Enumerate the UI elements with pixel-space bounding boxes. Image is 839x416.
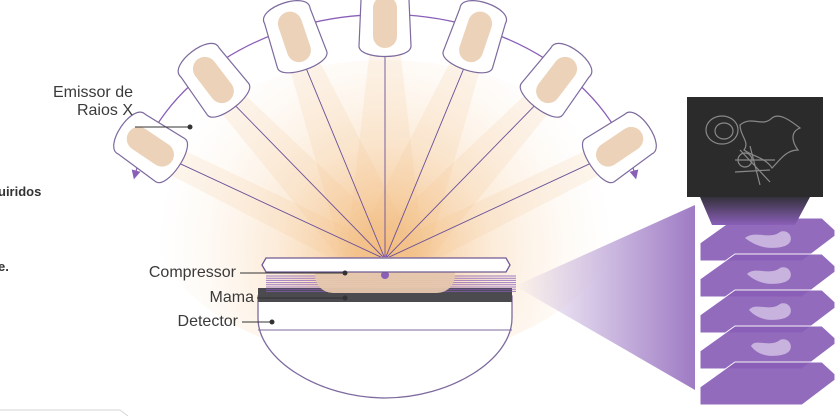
- focus-point: [381, 271, 389, 279]
- cut-text-line1: uiridos: [0, 184, 42, 199]
- compressor-paddle: [261, 257, 511, 273]
- leader-compressor-dot: [342, 270, 348, 276]
- x-ray-emitter: [519, 42, 593, 118]
- label-emitter-line1: Emissor de: [52, 84, 133, 101]
- leader-emitter-dot: [187, 124, 193, 130]
- image-slice: [699, 361, 836, 406]
- x-ray-beam: [213, 85, 425, 265]
- x-ray-beam: [345, 85, 557, 265]
- label-detector: Detector: [177, 313, 238, 330]
- label-compressor: Compressor: [148, 264, 236, 281]
- x-ray-line: [223, 93, 388, 262]
- leader-breast-dot: [342, 295, 348, 301]
- image-monitor: [687, 97, 823, 197]
- label-breast: Mama: [209, 289, 254, 306]
- emitter-tube: [373, 0, 397, 48]
- x-ray-line: [382, 156, 605, 261]
- emitter-tube: [192, 56, 234, 104]
- emitter-tube: [596, 126, 644, 167]
- x-ray-line: [382, 93, 547, 262]
- projection-fan: [515, 205, 695, 390]
- tissue-image: [705, 115, 802, 186]
- reconstructed-slices: [699, 217, 836, 406]
- emitter-tube: [459, 11, 493, 63]
- emitter-tube: [277, 11, 311, 63]
- x-ray-emitter: [582, 111, 657, 184]
- x-ray-lines: [165, 40, 605, 263]
- slice-tissue: [747, 267, 791, 284]
- x-ray-emitter: [358, 0, 412, 57]
- slice-tissue: [749, 303, 791, 320]
- x-ray-emitter: [442, 0, 508, 74]
- x-ray-beam: [345, 145, 613, 265]
- x-ray-beam: [286, 49, 425, 266]
- device-base: [257, 295, 513, 399]
- x-ray-emitter: [113, 111, 188, 184]
- emitter-tube: [126, 126, 174, 167]
- x-ray-line: [299, 53, 387, 262]
- x-ray-beams: [157, 40, 613, 266]
- leader-detector-dot: [269, 319, 275, 325]
- x-ray-beam: [157, 145, 425, 265]
- monitor-neck: [700, 197, 810, 225]
- label-emitter-line2: Raios X: [76, 102, 133, 119]
- corner-fragment: [0, 409, 129, 416]
- cut-text-line2: e.: [0, 259, 9, 274]
- x-ray-emitters: [113, 0, 657, 184]
- x-ray-line: [383, 53, 471, 262]
- label-emitter: Emissor de Raios X: [30, 84, 133, 120]
- x-ray-emitter: [177, 42, 251, 118]
- x-ray-emitter: [262, 0, 328, 74]
- slice-tissue: [745, 231, 791, 248]
- x-ray-line: [165, 156, 388, 261]
- emitter-tube: [536, 56, 578, 104]
- slice-tissue: [751, 339, 791, 356]
- x-ray-beam: [345, 49, 484, 266]
